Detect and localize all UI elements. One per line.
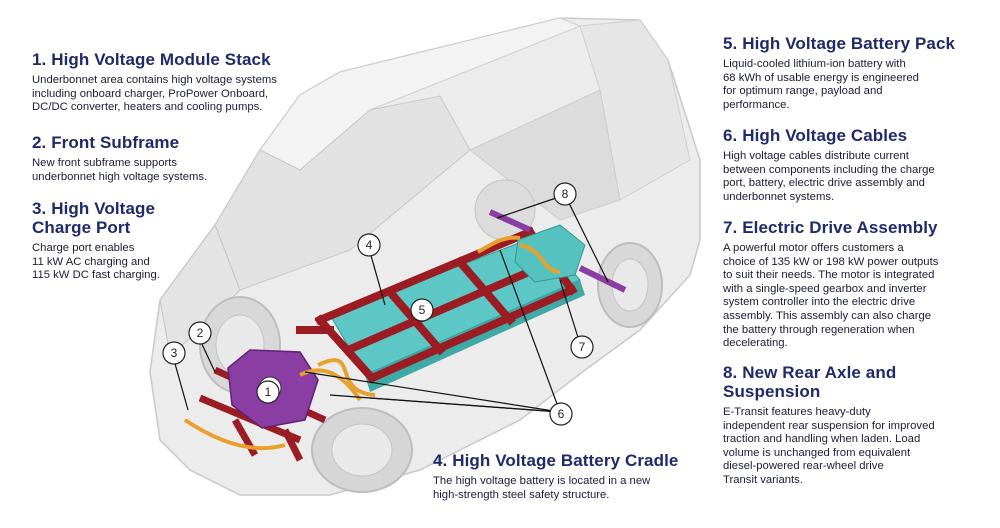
svg-text:2: 2 <box>197 326 204 340</box>
section-body: The high voltage battery is located in a… <box>433 475 651 501</box>
section-title: 5. High Voltage Battery Pack <box>723 34 956 53</box>
svg-text:7: 7 <box>579 340 586 354</box>
section-title: 7. Electric Drive Assembly <box>723 218 938 237</box>
section-body: A powerful motor offers customers a choi… <box>723 242 939 350</box>
section-body: E-Transit features heavy-duty independen… <box>723 406 935 486</box>
callouts: 1 2 3 4 5 6 7 8 <box>162 182 594 426</box>
section-body: Charge port enables 11 kW AC charging an… <box>32 242 160 282</box>
electric-drive <box>488 209 627 293</box>
callout-2: 2 <box>188 321 212 345</box>
section-battery-pack: 5. High Voltage Battery Pack Liquid-cool… <box>723 34 993 112</box>
callout-5: 5 <box>410 298 434 322</box>
callout-6: 6 <box>549 402 573 426</box>
section-body: High voltage cables distribute current b… <box>723 150 935 203</box>
callout-3: 3 <box>162 341 186 365</box>
callout-8: 8 <box>553 182 577 206</box>
section-title: 1. High Voltage Module Stack <box>32 50 271 69</box>
section-body: Liquid-cooled lithium-ion battery with 6… <box>723 58 919 111</box>
svg-text:4: 4 <box>366 238 373 252</box>
svg-text:6: 6 <box>558 407 565 421</box>
section-title: 6. High Voltage Cables <box>723 126 908 145</box>
svg-text:1: 1 <box>265 385 272 399</box>
section-body: Underbonnet area contains high voltage s… <box>32 74 277 114</box>
section-body: New front subframe supports underbonnet … <box>32 157 208 183</box>
callout-1: 1 <box>256 380 280 404</box>
hv-cables <box>183 235 561 451</box>
svg-text:3: 3 <box>171 346 178 360</box>
section-battery-cradle: 4. High Voltage Battery Cradle The high … <box>433 451 733 502</box>
section-front-subframe: 2. Front Subframe New front subframe sup… <box>32 133 262 184</box>
section-title: 2. Front Subframe <box>32 133 180 152</box>
callout-7: 7 <box>570 335 594 359</box>
svg-text:5: 5 <box>419 303 426 317</box>
callout-4: 4 <box>357 233 381 257</box>
section-hv-cables: 6. High Voltage Cables High voltage cabl… <box>723 126 988 204</box>
section-title: 4. High Voltage Battery Cradle <box>433 451 679 470</box>
battery-cradle <box>296 226 578 384</box>
leader-lines <box>173 194 609 413</box>
svg-text:8: 8 <box>562 187 569 201</box>
section-module-stack: 1. High Voltage Module Stack Underbonnet… <box>32 50 332 115</box>
section-electric-drive: 7. Electric Drive Assembly A powerful mo… <box>723 218 993 351</box>
